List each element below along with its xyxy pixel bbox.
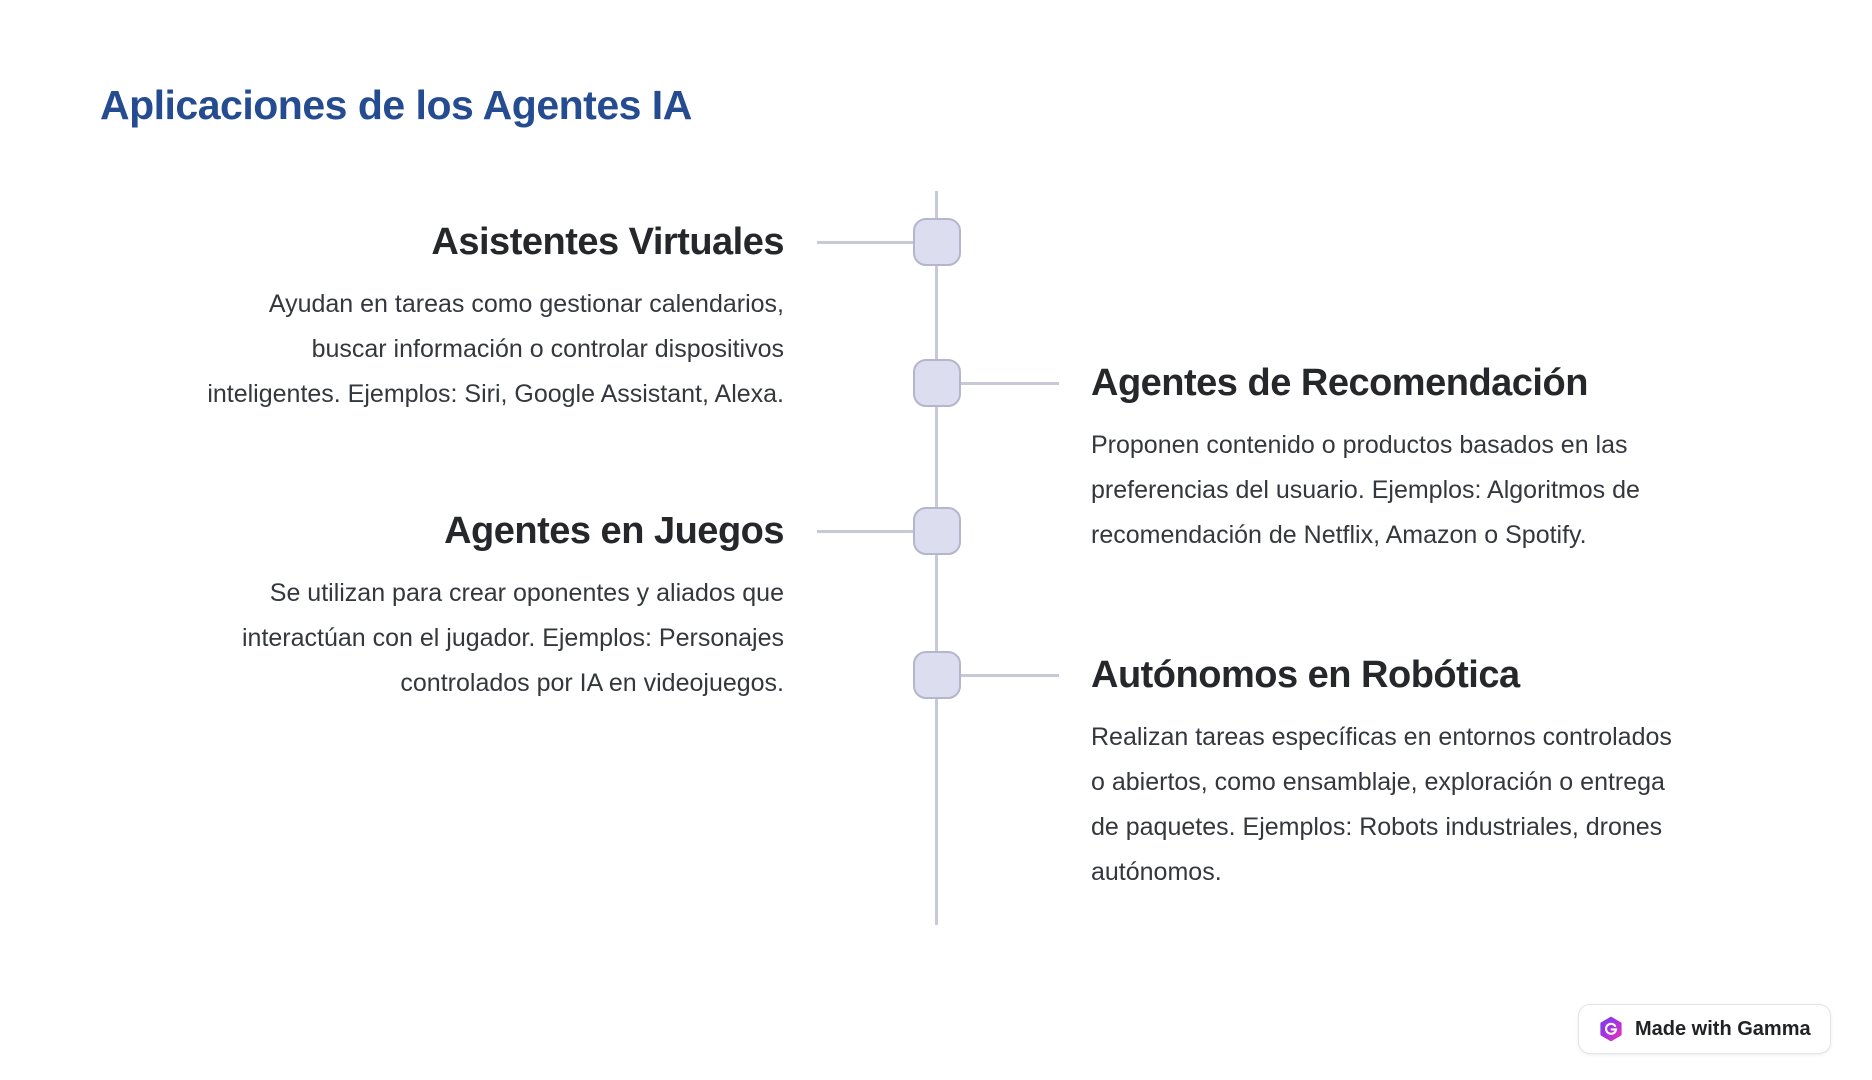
timeline-node <box>913 218 961 266</box>
section-body: Proponen contenido o productos basados e… <box>1091 423 1791 558</box>
gamma-logo-icon <box>1598 1016 1624 1042</box>
body-line: o abiertos, como ensamblaje, exploración… <box>1091 768 1665 796</box>
body-line: inteligentes. Ejemplos: Siri, Google Ass… <box>207 380 784 408</box>
timeline-section-autonomos-en-robotica: Autónomos en Robótica Realizan tareas es… <box>1091 651 1791 895</box>
section-title: Agentes de Recomendación <box>1091 362 1588 404</box>
body-line: interactúan con el jugador. Ejemplos: Pe… <box>242 624 784 652</box>
section-body: Realizan tareas específicas en entornos … <box>1091 715 1791 895</box>
section-title: Agentes en Juegos <box>444 510 784 552</box>
body-line: Se utilizan para crear oponentes y aliad… <box>269 579 784 607</box>
body-line: recomendación de Netflix, Amazon o Spoti… <box>1091 521 1587 549</box>
timeline-section-agentes-de-recomendacion: Agentes de Recomendación Proponen conten… <box>1091 359 1791 558</box>
timeline-node <box>913 359 961 407</box>
timeline-connector <box>959 674 1059 677</box>
body-line: Ayudan en tareas como gestionar calendar… <box>268 290 784 318</box>
badge-label: Made with Gamma <box>1635 1017 1811 1040</box>
body-line: buscar información o controlar dispositi… <box>311 335 784 363</box>
body-line: Realizan tareas específicas en entornos … <box>1091 723 1672 751</box>
section-title: Autónomos en Robótica <box>1091 654 1520 696</box>
body-line: Proponen contenido o productos basados e… <box>1091 431 1628 459</box>
timeline-connector <box>817 530 915 533</box>
body-line: autónomos. <box>1091 858 1222 886</box>
body-line: de paquetes. Ejemplos: Robots industrial… <box>1091 813 1663 841</box>
timeline-node <box>913 651 961 699</box>
timeline-vertical-line <box>935 191 938 925</box>
page-title: Aplicaciones de los Agentes IA <box>100 82 692 128</box>
body-line: preferencias del usuario. Ejemplos: Algo… <box>1091 476 1640 504</box>
timeline-section-agentes-en-juegos: Agentes en Juegos Se utilizan para crear… <box>100 507 785 706</box>
timeline-node <box>913 507 961 555</box>
timeline-connector <box>817 241 915 244</box>
section-body: Ayudan en tareas como gestionar calendar… <box>100 282 784 417</box>
timeline-section-asistentes-virtuales: Asistentes Virtuales Ayudan en tareas co… <box>100 218 784 417</box>
body-line: controlados por IA en videojuegos. <box>400 669 784 697</box>
made-with-gamma-badge[interactable]: Made with Gamma <box>1578 1004 1831 1054</box>
section-body: Se utilizan para crear oponentes y aliad… <box>100 571 784 706</box>
timeline-connector <box>959 382 1059 385</box>
section-title: Asistentes Virtuales <box>431 221 784 263</box>
